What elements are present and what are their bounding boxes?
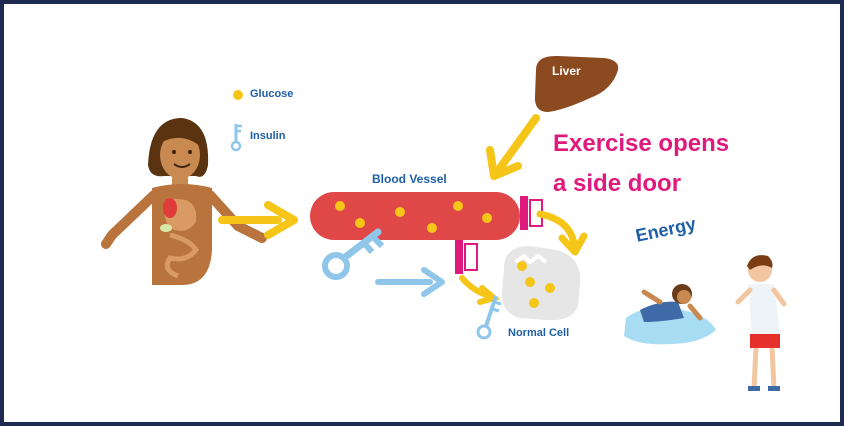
glucose-dot bbox=[355, 218, 365, 228]
glucose-dot bbox=[395, 207, 405, 217]
blood-vessel-label: Blood Vessel bbox=[372, 172, 447, 186]
headline-line-2: a side door bbox=[553, 170, 681, 198]
glucose-dot bbox=[525, 277, 535, 287]
glucose-dot bbox=[545, 283, 555, 293]
glucose-legend-icon bbox=[233, 90, 243, 100]
liver-label: Liver bbox=[552, 64, 581, 78]
glucose-dot bbox=[529, 298, 539, 308]
normal-cell bbox=[502, 246, 580, 320]
swimmer-figure bbox=[624, 284, 716, 344]
glucose-legend-label: Glucose bbox=[250, 88, 293, 100]
normal-cell-label: Normal Cell bbox=[508, 327, 569, 339]
insulin-legend-label: Insulin bbox=[250, 130, 285, 142]
glucose-dot bbox=[517, 261, 527, 271]
glucose-dot bbox=[482, 213, 492, 223]
glucose-dot bbox=[453, 201, 463, 211]
glucose-dot bbox=[427, 223, 437, 233]
glucose-dot bbox=[335, 201, 345, 211]
headline-line-1: Exercise opens bbox=[553, 130, 729, 158]
insulin-legend-icon bbox=[232, 124, 242, 150]
cell-door bbox=[455, 240, 477, 274]
arrow-liver-to-vessel bbox=[490, 118, 536, 176]
stomach-icon bbox=[163, 198, 177, 218]
blue-arrow bbox=[378, 270, 442, 294]
boy-figure bbox=[738, 255, 784, 391]
arrow-side-door-to-cell bbox=[540, 214, 574, 244]
